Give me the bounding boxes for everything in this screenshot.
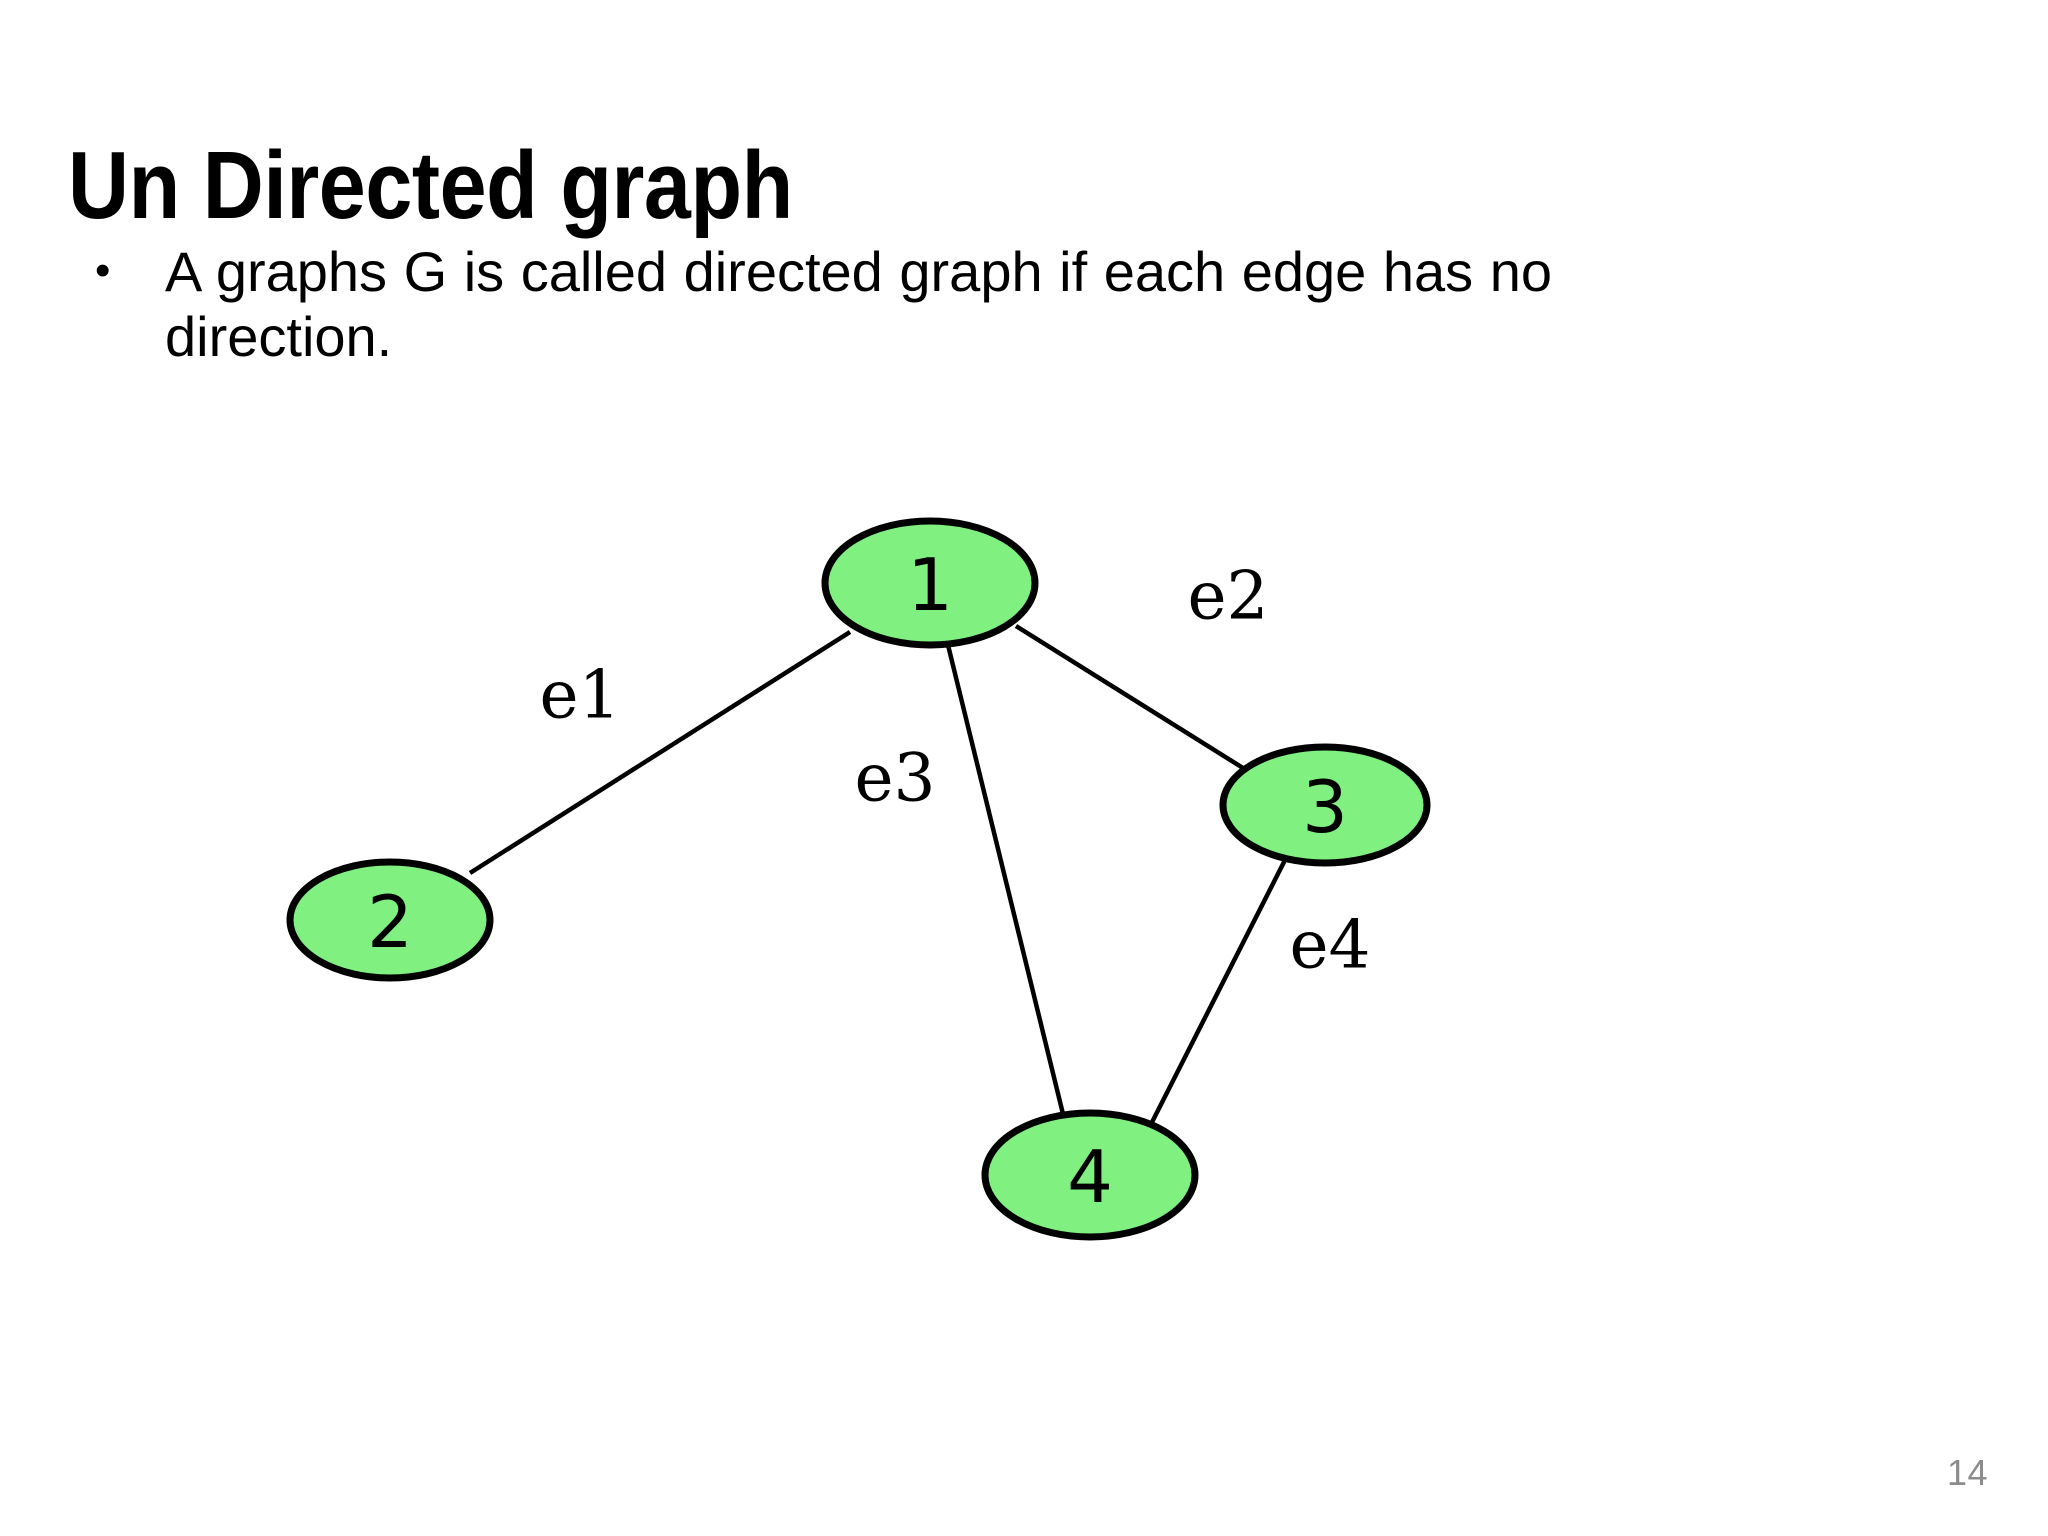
undirected-graph-figure: e1 e2 e3 e4 1 2 3: [0, 430, 2048, 1380]
graph-edge-e2: [1014, 624, 1245, 770]
edge-label-e2: e2: [1187, 558, 1268, 635]
bullet-point-icon: •: [95, 246, 111, 295]
node-label-1: 1: [907, 543, 953, 627]
node-shape-1: [821, 517, 1039, 649]
graph-edge-e3: [945, 644, 1066, 1115]
node-shape-3: [1219, 743, 1431, 867]
body-content: • A graphs G is called directed graph if…: [95, 240, 1715, 370]
graph-edge-labels: e1 e2 e3 e4: [539, 558, 1370, 984]
node-label-2: 2: [367, 880, 413, 964]
graph-node-3: 3: [1219, 743, 1431, 867]
bullet-text: A graphs G is called directed graph if e…: [165, 240, 1552, 368]
edge-label-e1: e1: [539, 657, 620, 734]
graph-node-4: 4: [981, 1109, 1199, 1241]
node-shape-2: [286, 858, 494, 982]
page-title: Un Directed graph: [68, 132, 793, 240]
page-number: 14: [1946, 1452, 1988, 1493]
graph-edge-e4: [1142, 858, 1288, 1138]
list-item: • A graphs G is called directed graph if…: [95, 240, 1715, 370]
edge-label-e3: e3: [854, 740, 935, 817]
edge-label-e4: e4: [1289, 907, 1370, 984]
node-label-3: 3: [1302, 765, 1348, 849]
node-shape-4: [981, 1109, 1199, 1241]
graph-node-1: 1: [821, 517, 1039, 649]
graph-node-2: 2: [286, 858, 494, 982]
graph-nodes: 1 2 3 4: [286, 517, 1431, 1241]
graph-svg: e1 e2 e3 e4 1 2 3: [286, 517, 1431, 1241]
graph-edge-e1: [468, 630, 852, 875]
node-label-4: 4: [1067, 1135, 1113, 1219]
graph-edges: [468, 624, 1288, 1138]
